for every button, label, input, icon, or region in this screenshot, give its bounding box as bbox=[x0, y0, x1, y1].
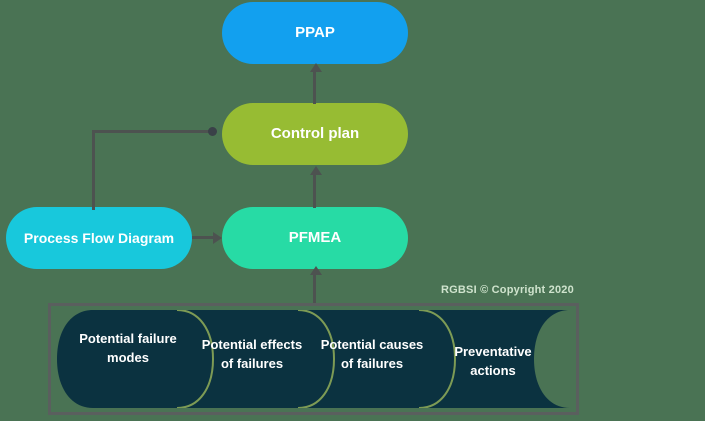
ribbon-shape-icon bbox=[57, 310, 570, 408]
node-ppap-label: PPAP bbox=[295, 24, 335, 41]
ribbon-segment-label: Potential causes of failures bbox=[320, 337, 424, 371]
ribbon-segments bbox=[57, 310, 570, 408]
node-ppap[interactable]: PPAP bbox=[222, 2, 408, 64]
connector-process-flow-diagram-to-pfmea bbox=[192, 236, 216, 239]
connector-ribbon-to-pfmea bbox=[313, 272, 316, 305]
node-pfmea-label: PFMEA bbox=[288, 229, 342, 246]
ribbon-frame bbox=[48, 303, 579, 415]
node-control-plan-label: Control plan bbox=[270, 125, 360, 142]
node-process-flow-diagram[interactable]: Process Flow Diagram bbox=[6, 207, 192, 269]
node-pfmea[interactable]: PFMEA bbox=[222, 207, 408, 269]
node-process-flow-diagram-label: Process Flow Diagram bbox=[23, 229, 175, 246]
arrowhead-up-icon bbox=[310, 63, 322, 72]
node-control-plan[interactable]: Control plan bbox=[222, 103, 408, 165]
copyright-text: RGBSI © Copyright 2020 bbox=[441, 284, 574, 296]
ribbon-segment-label: Preventative actions bbox=[454, 344, 532, 378]
connector-process-flow-diagram-to-control-plan-vertical bbox=[92, 130, 95, 210]
connector-pfmea-to-control-plan bbox=[313, 172, 316, 208]
arrowhead-right-icon bbox=[213, 232, 222, 244]
ribbon-segment-label: Potential failure modes bbox=[79, 331, 177, 365]
arrowhead-up-icon bbox=[310, 266, 322, 275]
ribbon-segment-label: Potential effects of failures bbox=[201, 337, 303, 371]
connector-control-plan-to-ppap bbox=[313, 69, 316, 104]
connector-endpoint-dot-icon bbox=[208, 127, 217, 136]
arrowhead-up-icon bbox=[310, 166, 322, 175]
connector-process-flow-diagram-to-control-plan-horizontal bbox=[92, 130, 216, 133]
